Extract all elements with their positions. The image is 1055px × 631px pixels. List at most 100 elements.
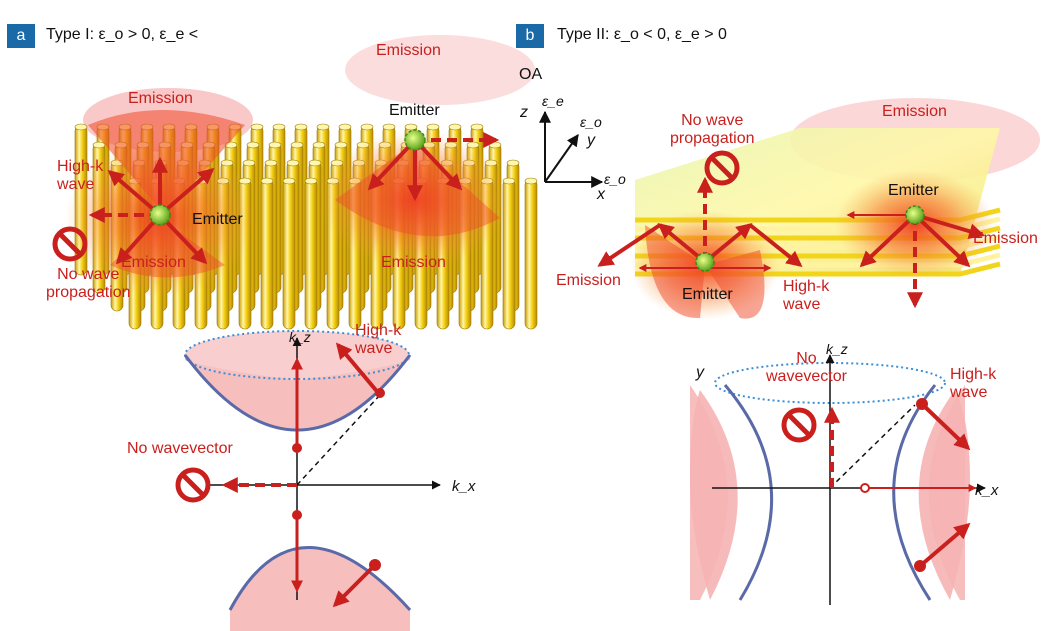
nanorod-cap: [312, 141, 326, 149]
arrow-b-high-k-dispersion: [920, 402, 971, 451]
nanorod-cap: [264, 159, 278, 167]
point-b-lower: [914, 560, 926, 572]
nanorod-cap: [92, 141, 106, 149]
nanorod-cap: [268, 141, 282, 149]
arrow-b-high-k: [748, 223, 803, 267]
dispersion-a: [175, 330, 441, 631]
label-emission-bottom-right-a: Emission: [381, 254, 446, 271]
nanorod-cap: [404, 123, 418, 131]
nanorod-cap: [360, 123, 374, 131]
label-axis-y: y: [587, 132, 595, 149]
nanorod: [524, 178, 538, 330]
nanorod-cap: [382, 123, 396, 131]
label-emitter-right-b: Emitter: [888, 182, 939, 199]
no-symbol-icon-a-top: [52, 226, 88, 262]
label-axis-z: z: [520, 104, 528, 121]
panel-a-title: Type I: ε_o > 0, ε_e <: [46, 26, 198, 44]
label-kx-b: k_x: [975, 482, 999, 499]
label-emission-right-b: Emission: [973, 230, 1038, 247]
label-high-k-wave-a: High-k wave: [57, 158, 104, 193]
arrow-down-right-a: [158, 213, 208, 265]
no-symbol-icon-b-bottom: [781, 407, 817, 443]
dashed-wavevector-a: [296, 394, 381, 486]
label-emitter-right-a: Emitter: [389, 102, 440, 119]
label-eps-o-y: ε_o: [580, 114, 602, 130]
nanorod-cap: [338, 123, 352, 131]
nanorod: [304, 178, 318, 330]
nanorod-cap: [316, 123, 330, 131]
label-emission-left-b: Emission: [556, 272, 621, 289]
lower-curve-a: [228, 546, 412, 612]
coordinate-axes-b: [539, 110, 604, 188]
arrow-b2-dr: [913, 213, 971, 268]
nanorod-cap: [282, 177, 296, 185]
point-b-vertex: [860, 483, 870, 493]
label-emission-top-a: Emission: [128, 90, 193, 107]
nanorod-cap: [308, 159, 322, 167]
emitter-dot-b-left: [695, 252, 715, 272]
label-high-k-wave-dispersion-a: High-k wave: [355, 322, 402, 357]
nanorod: [282, 178, 296, 330]
nanorod-cap: [286, 159, 300, 167]
panel-b-title: Type II: ε_o < 0, ε_e > 0: [557, 26, 727, 44]
arrow-b-lower-right: [918, 522, 971, 568]
nanorod-cap: [290, 141, 304, 149]
panel-b-graphics: [539, 98, 1040, 605]
arrow-b2-right: [914, 213, 986, 240]
dotted-rim-b: [714, 362, 946, 404]
arrow-b-ul: [657, 222, 707, 264]
point-high-k-a: [375, 388, 385, 398]
label-emission-top-right-b: Emission: [882, 103, 947, 120]
nanorod-cap: [470, 123, 484, 131]
arrow-lower-a: [332, 563, 377, 608]
label-kx-a: k_x: [452, 478, 476, 495]
label-no-wavevector-a: No wavevector: [127, 440, 233, 457]
nanorod-cap: [524, 177, 538, 185]
point-lower-a: [292, 510, 302, 520]
nanorod: [260, 178, 274, 330]
label-high-k-wave-dispersion-b: High-k wave: [950, 366, 997, 401]
panel-b-title-text: Type II: ε_o < 0, ε_e > 0: [557, 26, 727, 43]
arrow-emitter-right-dr: [413, 138, 463, 191]
arrow-high-k-dispersion-a: [335, 342, 382, 397]
label-no-wave-propagation-b: No wave propagation: [670, 112, 755, 147]
nanorod-cap: [506, 159, 520, 167]
label-kz-b: k_z: [826, 341, 848, 357]
label-eps-o-x: ε_o: [604, 171, 626, 187]
label-emission-bottom-left-a: Emission: [121, 254, 186, 271]
arrow-emitter-right-dl: [367, 138, 417, 191]
no-symbol-icon-b-top: [704, 150, 740, 186]
point-b-high-k: [916, 398, 928, 410]
label-kz-a: k_z: [289, 329, 311, 345]
label-emitter-bottom-b: Emitter: [682, 286, 733, 303]
label-oa: OA: [519, 66, 543, 83]
left-sheet-core-b: [690, 390, 738, 600]
nanorod-cap: [242, 159, 256, 167]
nanorod-cap: [304, 177, 318, 185]
emitter-dot-left: [149, 204, 171, 226]
panel-a-title-text: Type I: ε_o > 0, ε_e <: [46, 26, 199, 43]
point-lower-right-a: [369, 559, 381, 571]
nanorod-cap: [448, 123, 462, 131]
arrow-high-k-a: [107, 169, 162, 217]
nanorod-cap: [272, 123, 286, 131]
nanorod-cap: [260, 177, 274, 185]
label-no-wave-propagation-a: No wave propagation: [46, 266, 131, 301]
lower-sheet-fill-a: [230, 547, 410, 631]
label-emission-right-a: Emission: [376, 42, 441, 59]
nanorod-cap: [250, 123, 264, 131]
nanorod-cap: [294, 123, 308, 131]
emitter-dot-b-right: [905, 205, 925, 225]
label-high-k-wave-b: High-k wave: [783, 278, 830, 313]
panel-a-graphics: [52, 35, 538, 631]
nanorod-cap: [74, 123, 88, 131]
nanorod-cap: [334, 141, 348, 149]
panel-b-badge: b: [516, 24, 544, 48]
label-no-wavevector-b: No wavevector: [766, 350, 847, 385]
arrow-b2-dl: [859, 213, 917, 268]
label-y-marker-b: y: [696, 364, 704, 381]
label-emitter-left-a: Emitter: [192, 211, 243, 228]
nanorod-cap: [246, 141, 260, 149]
emitter-dot-right: [404, 129, 426, 151]
